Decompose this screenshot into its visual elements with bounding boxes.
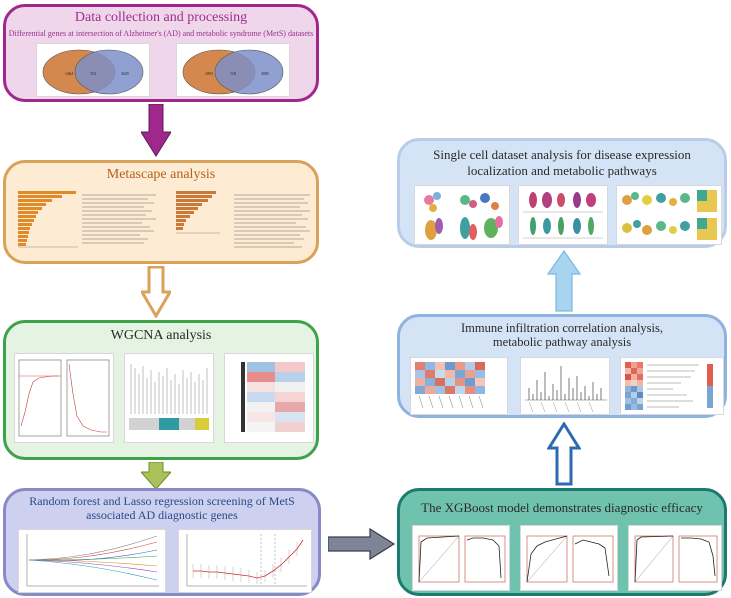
venn1-right-count: 3045: [121, 71, 129, 76]
single-cell-title: Single cell dataset analysis for disease…: [433, 147, 691, 178]
wgcna-soft-threshold-plots: [14, 353, 114, 443]
single-cell-violin-plots: [518, 185, 608, 245]
data-collection-subtitle: Differential genes at intersection of Al…: [8, 29, 314, 38]
data-collection-title: Data collection and processing: [74, 10, 248, 25]
immune-infiltration-title: Immune infiltration correlation analysis…: [460, 321, 664, 349]
wgcna-box: WGCNA analysis: [3, 320, 319, 460]
lasso-cross-validation-curve: [178, 529, 312, 593]
xgboost-roc-panel-3: [628, 525, 722, 591]
random-forest-lasso-title: Random forest and Lasso regression scree…: [29, 494, 295, 522]
arrow-up-light-blue: [547, 250, 581, 312]
immune-correlation-heatmap: [410, 357, 508, 415]
venn1-left-count: 1464: [65, 71, 73, 76]
wgcna-title: WGCNA analysis: [110, 328, 212, 343]
single-cell-umap-plots: [414, 185, 510, 245]
arrow-down-orange: [141, 266, 171, 318]
venn2-left-count: 1893: [205, 71, 213, 76]
metascape-enrichment-chart-2: [174, 189, 314, 259]
wgcna-module-trait-heatmap: [224, 353, 314, 443]
arrow-up-blue-outline: [547, 422, 581, 486]
wgcna-dendrogram: [124, 353, 214, 443]
lasso-coefficient-paths: [18, 529, 166, 593]
xgboost-roc-panel-2: [520, 525, 618, 591]
venn2-middle-count: 118: [230, 71, 236, 76]
venn1-middle-count: 153: [90, 71, 96, 76]
xgboost-box: The XGBoost model demonstrates diagnosti…: [397, 488, 727, 596]
xgboost-roc-panel-1: [412, 525, 510, 591]
single-cell-box: Single cell dataset analysis for disease…: [397, 138, 727, 248]
metabolic-pathway-heatmap: [620, 357, 724, 415]
venn-diagram-2: 1893 118 3085: [176, 43, 290, 97]
xgboost-title: The XGBoost model demonstrates diagnosti…: [421, 500, 703, 515]
arrow-down-green: [141, 462, 171, 490]
venn-diagram-1: 1464 153 3045: [36, 43, 150, 97]
immune-infiltration-box: Immune infiltration correlation analysis…: [397, 314, 727, 418]
metascape-enrichment-chart-1: [16, 189, 162, 259]
immune-cell-boxplot: [520, 357, 610, 415]
metascape-box: Metascape analysis: [3, 160, 319, 264]
arrow-right-gray: [328, 528, 396, 560]
data-collection-box: Data collection and processing Different…: [3, 4, 319, 102]
arrow-down-purple: [141, 104, 171, 157]
venn2-right-count: 3085: [261, 71, 269, 76]
single-cell-pathway-feature-plots: [616, 185, 722, 245]
random-forest-lasso-box: Random forest and Lasso regression scree…: [3, 488, 321, 596]
metascape-title: Metascape analysis: [106, 167, 216, 182]
